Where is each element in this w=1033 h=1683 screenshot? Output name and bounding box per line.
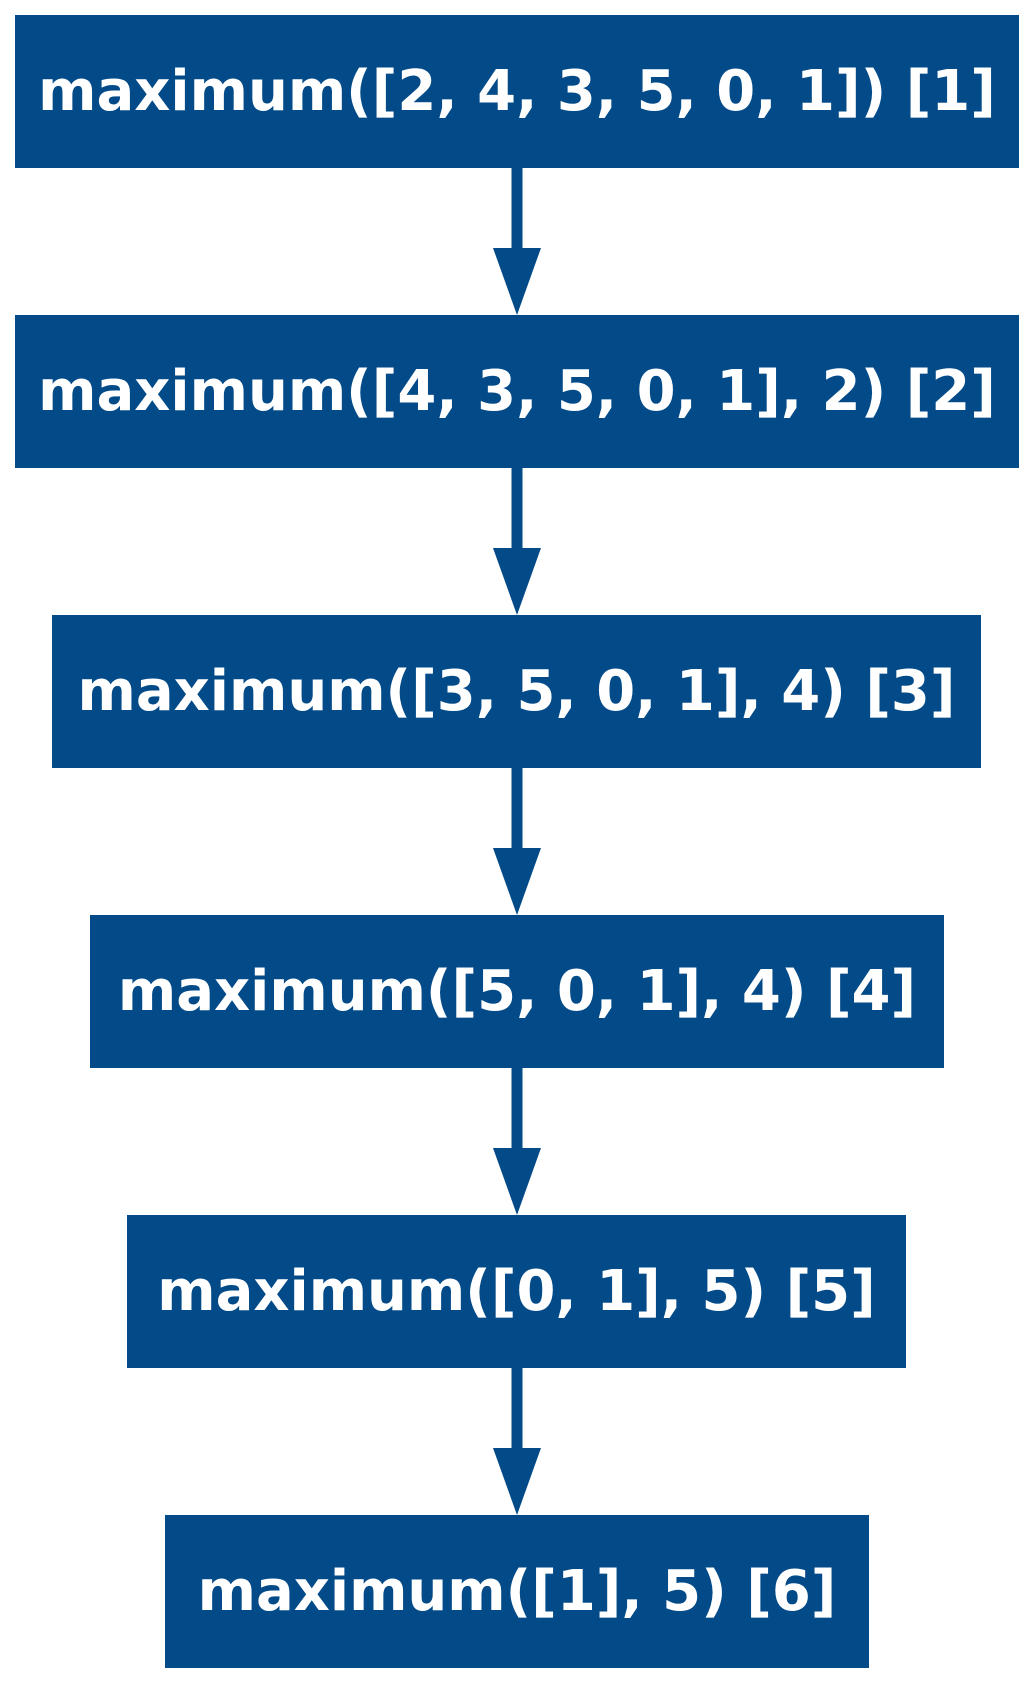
arrowhead-icon [493,548,541,615]
node-call-2: maximum([4, 3, 5, 0, 1], 2) [2] [15,315,1019,468]
node-label: maximum([2, 4, 3, 5, 0, 1]) [1] [38,59,996,124]
arrowhead-icon [493,248,541,315]
arrowhead-icon [493,1148,541,1215]
node-label: maximum([1], 5) [6] [197,1559,837,1624]
edge-1-2 [493,168,541,315]
node-call-4: maximum([5, 0, 1], 4) [4] [90,915,944,1068]
node-label: maximum([3, 5, 0, 1], 4) [3] [77,659,956,724]
node-call-3: maximum([3, 5, 0, 1], 4) [3] [52,615,981,768]
edge-3-4 [493,768,541,915]
arrowhead-icon [493,848,541,915]
node-label: maximum([0, 1], 5) [5] [157,1259,876,1324]
node-label: maximum([4, 3, 5, 0, 1], 2) [2] [38,359,996,424]
node-label: maximum([5, 0, 1], 4) [4] [117,959,917,1024]
node-call-5: maximum([0, 1], 5) [5] [127,1215,906,1368]
edge-5-6 [493,1368,541,1515]
edge-2-3 [493,468,541,615]
node-call-6: maximum([1], 5) [6] [165,1515,869,1668]
edge-4-5 [493,1068,541,1215]
arrowhead-icon [493,1448,541,1515]
node-call-1: maximum([2, 4, 3, 5, 0, 1]) [1] [15,15,1019,168]
